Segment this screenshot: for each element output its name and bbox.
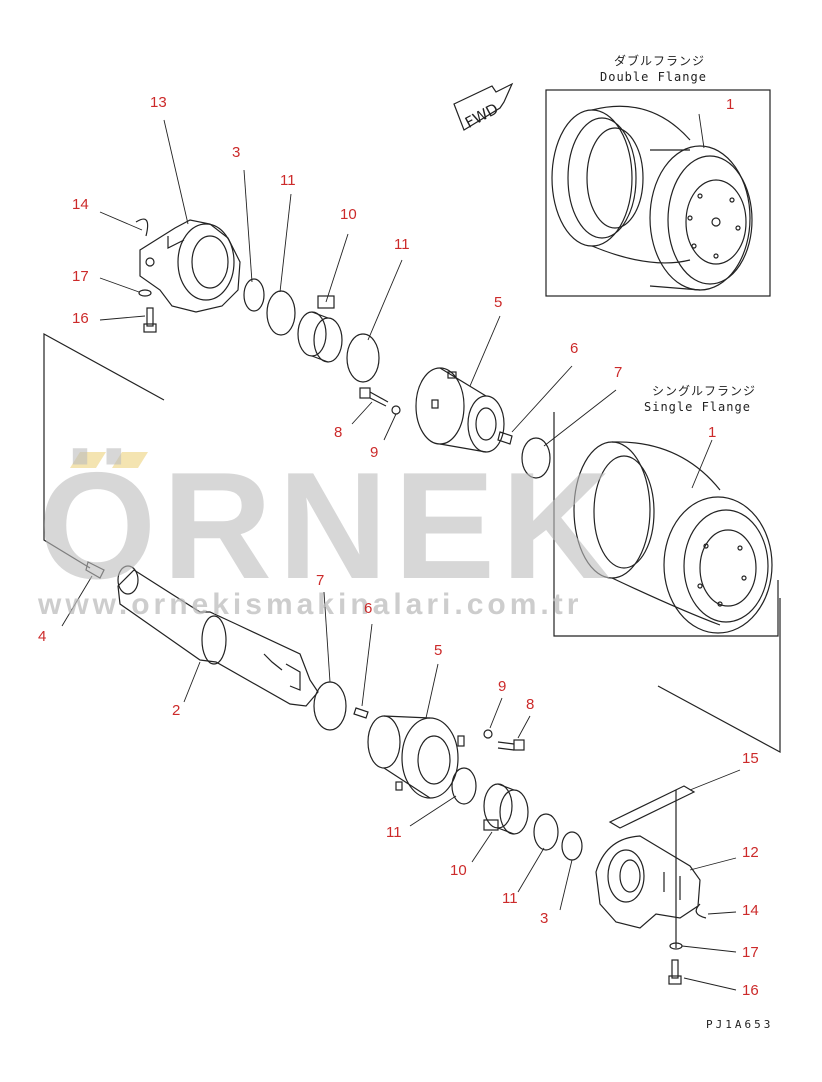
fwd-arrow-icon: [453, 82, 514, 131]
watermark-url: www.ornekismakinalari.com.tr: [38, 588, 583, 621]
callout-1-double: 1: [726, 96, 735, 113]
bolt-8-upper: [359, 387, 389, 407]
pin-14-lower: [695, 903, 707, 919]
washer-9-lower: [483, 729, 493, 739]
lower-collar: [595, 835, 701, 929]
double-flange-en: Double Flange: [600, 70, 707, 84]
watermark-brand: ÖRNEK: [38, 441, 617, 611]
o-ring-7-lower: [313, 681, 347, 731]
o-ring-11-lower-b: [533, 813, 559, 851]
callout-2: 2: [172, 702, 181, 719]
double-flange-roller: [551, 105, 753, 291]
callout-1-single: 1: [708, 424, 717, 441]
bolt-8-lower: [497, 739, 525, 751]
single-flange-inset-frame: [553, 412, 779, 637]
bolt-16-upper: [143, 307, 157, 333]
double-flange-inset-frame: [545, 89, 771, 297]
callout-17-lower: 17: [742, 944, 759, 961]
o-ring-11-upper: [266, 290, 296, 336]
callout-4: 4: [38, 628, 47, 645]
callout-leaders: [61, 113, 741, 991]
o-ring-11-lower: [451, 767, 477, 805]
callout-9-lower: 9: [498, 678, 507, 695]
callout-3-lower: 3: [540, 910, 549, 927]
callout-3-upper: 3: [232, 144, 241, 161]
plate-15: [608, 785, 696, 829]
pin-14-upper: [135, 218, 149, 237]
double-flange-jp: ダブルフランジ: [614, 54, 706, 68]
callout-7-lower: 7: [316, 572, 325, 589]
pin-6-upper: [497, 431, 513, 445]
callout-14-upper: 14: [72, 196, 89, 213]
callout-16-upper: 16: [72, 310, 89, 327]
callout-11-upper: 11: [280, 172, 296, 189]
callout-13: 13: [150, 94, 167, 111]
o-ring-11-upper-b: [346, 333, 380, 383]
washer-17-upper: [138, 289, 152, 297]
seal-10-upper: [297, 295, 343, 363]
callout-8-upper: 8: [334, 424, 343, 441]
leader-frame-left: [43, 332, 165, 569]
single-flange-roller: [573, 441, 773, 634]
callout-10-lower: 10: [450, 862, 467, 879]
callout-5-lower: 5: [434, 642, 443, 659]
callout-10-upper: 10: [340, 206, 357, 223]
washer-9-upper: [391, 405, 401, 415]
callout-9-upper: 9: [370, 444, 379, 461]
upper-collar: [139, 219, 241, 313]
callout-11-upper-b: 11: [394, 236, 410, 253]
o-ring-7-upper: [521, 437, 551, 479]
callout-11-lower: 11: [386, 824, 402, 841]
bolt-16-lower: [668, 959, 682, 985]
o-ring-3-lower: [561, 831, 583, 861]
callout-5-upper: 5: [494, 294, 503, 311]
collar-5-lower: [367, 715, 465, 799]
single-flange-en: Single Flange: [644, 400, 751, 414]
drawing-code: PJ1A653: [706, 1018, 774, 1031]
callout-7-upper: 7: [614, 364, 623, 381]
watermark-umlaut: [70, 452, 148, 468]
leader-frame-right: [657, 598, 781, 754]
callout-11-lower-b: 11: [502, 890, 518, 907]
callout-17-upper: 17: [72, 268, 89, 285]
seal-10-lower: [483, 783, 529, 835]
shaft-2: [117, 565, 319, 707]
plug-4: [85, 561, 105, 579]
callout-14-lower: 14: [742, 902, 759, 919]
callout-8-lower: 8: [526, 696, 535, 713]
o-ring-3-upper: [243, 278, 265, 312]
callout-6-lower: 6: [364, 600, 373, 617]
callout-12: 12: [742, 844, 759, 861]
callout-6-upper: 6: [570, 340, 579, 357]
callout-15: 15: [742, 750, 759, 767]
callout-16-lower: 16: [742, 982, 759, 999]
single-flange-jp: シングルフランジ: [652, 384, 757, 398]
pin-6-lower: [353, 707, 369, 719]
collar-5-upper: [415, 367, 505, 453]
